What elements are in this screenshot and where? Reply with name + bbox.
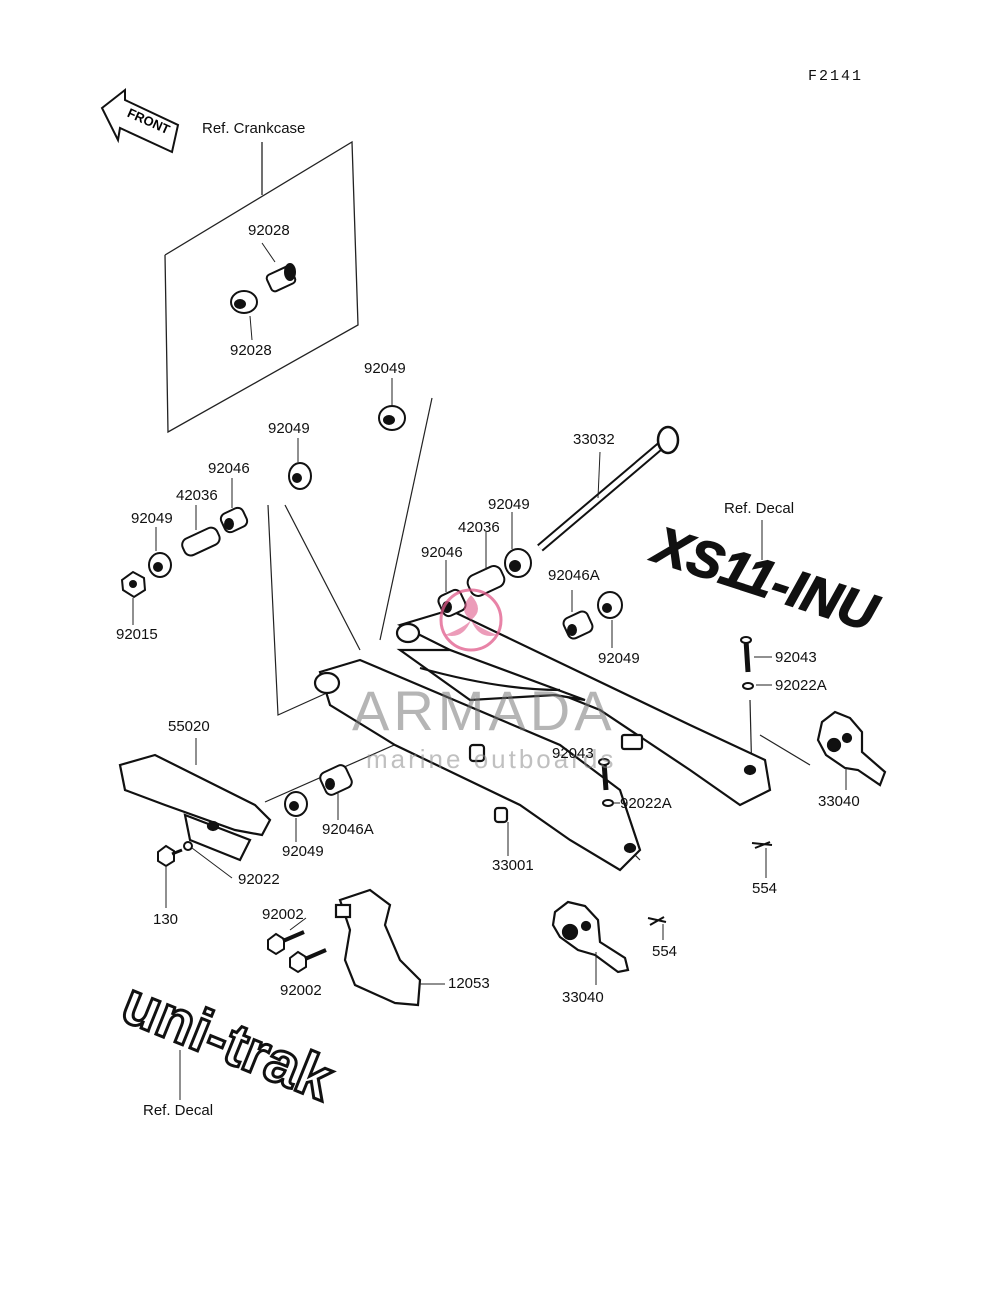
- part-label-92046-a: 92046: [208, 460, 250, 477]
- pin-92043-b: [598, 758, 610, 791]
- part-label-55020: 55020: [168, 718, 210, 735]
- leader-lines: [132, 378, 847, 985]
- crankcase-frame: [164, 140, 359, 434]
- collar-92049-c: [148, 552, 172, 578]
- collar-92049-b: [288, 462, 312, 490]
- bolt-92002-b: [289, 948, 327, 974]
- bush-92046-a: [219, 506, 249, 534]
- ref-decal-bottom-label: Ref. Decal: [143, 1102, 214, 1119]
- adjuster-33040-a: [816, 710, 887, 787]
- part-label-92022A-b: 92022A: [620, 795, 672, 812]
- part-label-33032: 33032: [573, 431, 615, 448]
- part-label-92049-e: 92049: [598, 650, 640, 667]
- pin-92043-a: [740, 636, 752, 673]
- bush-92046A-b: [319, 764, 353, 796]
- part-label-92049-b: 92049: [268, 420, 310, 437]
- part-label-92049-c: 92049: [131, 510, 173, 527]
- collar-92049-f: [284, 791, 308, 817]
- part-label-92002-b: 92002: [280, 982, 322, 999]
- bolt-130: [157, 844, 183, 868]
- part-label-92049-f: 92049: [282, 843, 324, 860]
- part-label-92028-a: 92028: [248, 222, 290, 239]
- part-label-92049-a: 92049: [364, 360, 406, 377]
- chain-guard-55020: [118, 738, 272, 862]
- front-arrow-icon: FRONT: [100, 87, 180, 154]
- washer-92022A-b: [602, 799, 614, 807]
- part-label-92015: 92015: [116, 626, 158, 643]
- part-label-12053: 12053: [448, 975, 490, 992]
- decal-top-text: XS11-INU: [644, 516, 885, 644]
- part-label-554-b: 554: [652, 943, 678, 960]
- watermark-logo-icon: [425, 585, 517, 655]
- collar-92049-a: [378, 405, 406, 431]
- cotter-pin-554-a: [751, 841, 773, 849]
- bolt-92002-a: [267, 930, 305, 956]
- collar-92049-d: [504, 548, 532, 578]
- part-label-42036-a: 42036: [176, 487, 218, 504]
- part-label-92043-b: 92043: [552, 745, 594, 762]
- chain-guide-12053: [334, 888, 422, 1007]
- part-label-92002-a: 92002: [262, 906, 304, 923]
- ref-decal-top-label: Ref. Decal: [724, 500, 795, 517]
- watermark-title: ARMADA: [352, 679, 616, 742]
- part-label-92046A-b: 92046A: [322, 821, 374, 838]
- bush-92046A-a: [562, 610, 594, 640]
- part-label-92028-b: 92028: [230, 342, 272, 359]
- swingarm-33001: [313, 608, 772, 872]
- adjuster-33040-b: [551, 900, 630, 974]
- bushing-92028-a: [265, 263, 297, 293]
- part-label-33001: 33001: [492, 857, 534, 874]
- diagram-code: F2141: [808, 68, 864, 85]
- washer-92022: [183, 841, 193, 851]
- collar-92049-e: [597, 591, 623, 619]
- part-label-33040-a: 33040: [818, 793, 860, 810]
- part-label-92046-b: 92046: [421, 544, 463, 561]
- decal-top-graphic: XS11-INU: [643, 515, 886, 644]
- part-label-33040-b: 33040: [562, 989, 604, 1006]
- pivot-bolt-33032: [537, 425, 680, 552]
- watermark-subtitle: marine outboards: [366, 744, 617, 774]
- part-label-130: 130: [153, 911, 179, 928]
- ref-crankcase-label: Ref. Crankcase: [202, 120, 306, 137]
- part-label-92043-a: 92043: [775, 649, 817, 666]
- part-label-92049-d: 92049: [488, 496, 530, 513]
- part-label-92022: 92022: [238, 871, 280, 888]
- part-label-42036-b: 42036: [458, 519, 500, 536]
- part-label-92022A-a: 92022A: [775, 677, 827, 694]
- part-label-92046A-a: 92046A: [548, 567, 600, 584]
- sleeve-42036-a: [181, 526, 221, 557]
- bushing-92028-b: [230, 290, 258, 314]
- washer-92022A-a: [742, 682, 754, 690]
- cotter-pin-554-b: [647, 916, 667, 926]
- nut-92015: [120, 570, 147, 599]
- part-label-554-a: 554: [752, 880, 778, 897]
